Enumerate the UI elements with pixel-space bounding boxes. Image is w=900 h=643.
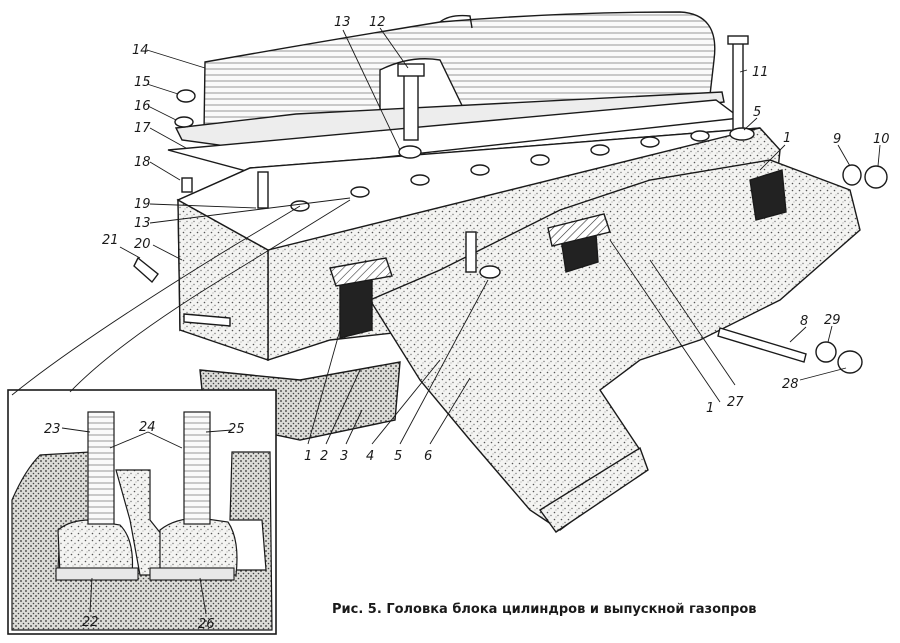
callout-5-right: 5 <box>753 105 761 120</box>
exhaust-manifold <box>329 159 861 533</box>
callout-3: 3 <box>340 449 348 464</box>
callout-18: 18 <box>134 155 151 170</box>
callout-8: 8 <box>800 314 808 329</box>
callout-5-bottom: 5 <box>394 449 402 464</box>
callout-23: 23 <box>44 422 61 437</box>
callout-1-left: 1 <box>304 449 312 464</box>
callout-27: 27 <box>727 395 744 410</box>
leader-lines <box>11 27 881 615</box>
callout-11: 11 <box>752 65 769 80</box>
callout-16: 16 <box>134 99 151 114</box>
fasteners <box>133 35 888 374</box>
callout-4: 4 <box>366 449 374 464</box>
callout-22: 22 <box>82 615 99 630</box>
callout-15: 15 <box>134 75 151 90</box>
callout-9: 9 <box>833 132 841 147</box>
callout-17: 17 <box>134 121 151 136</box>
callout-14: 14 <box>132 43 149 58</box>
valve-bosses <box>290 130 710 212</box>
figure-caption: Рис. 5. Головка блока цилиндров и выпуск… <box>332 602 756 617</box>
callout-10: 10 <box>873 132 890 147</box>
callout-1-center: 1 <box>706 401 714 416</box>
callout-13-top: 13 <box>334 15 351 30</box>
callout-6: 6 <box>424 449 432 464</box>
callout-21: 21 <box>102 233 119 248</box>
callout-26: 26 <box>198 617 215 632</box>
callout-2: 2 <box>320 449 328 464</box>
callout-13-left: 13 <box>134 216 151 231</box>
callout-19: 19 <box>134 197 151 212</box>
valve-seat-inset <box>7 389 277 635</box>
callout-labels: 14 15 16 17 18 19 13 20 21 13 12 11 5 1 … <box>44 15 890 632</box>
callout-25: 25 <box>228 422 245 437</box>
callout-12: 12 <box>369 15 386 30</box>
callout-20: 20 <box>134 237 151 252</box>
callout-29: 29 <box>824 313 841 328</box>
callout-1-right: 1 <box>783 131 791 146</box>
callout-28: 28 <box>782 377 799 392</box>
callout-24: 24 <box>139 420 156 435</box>
